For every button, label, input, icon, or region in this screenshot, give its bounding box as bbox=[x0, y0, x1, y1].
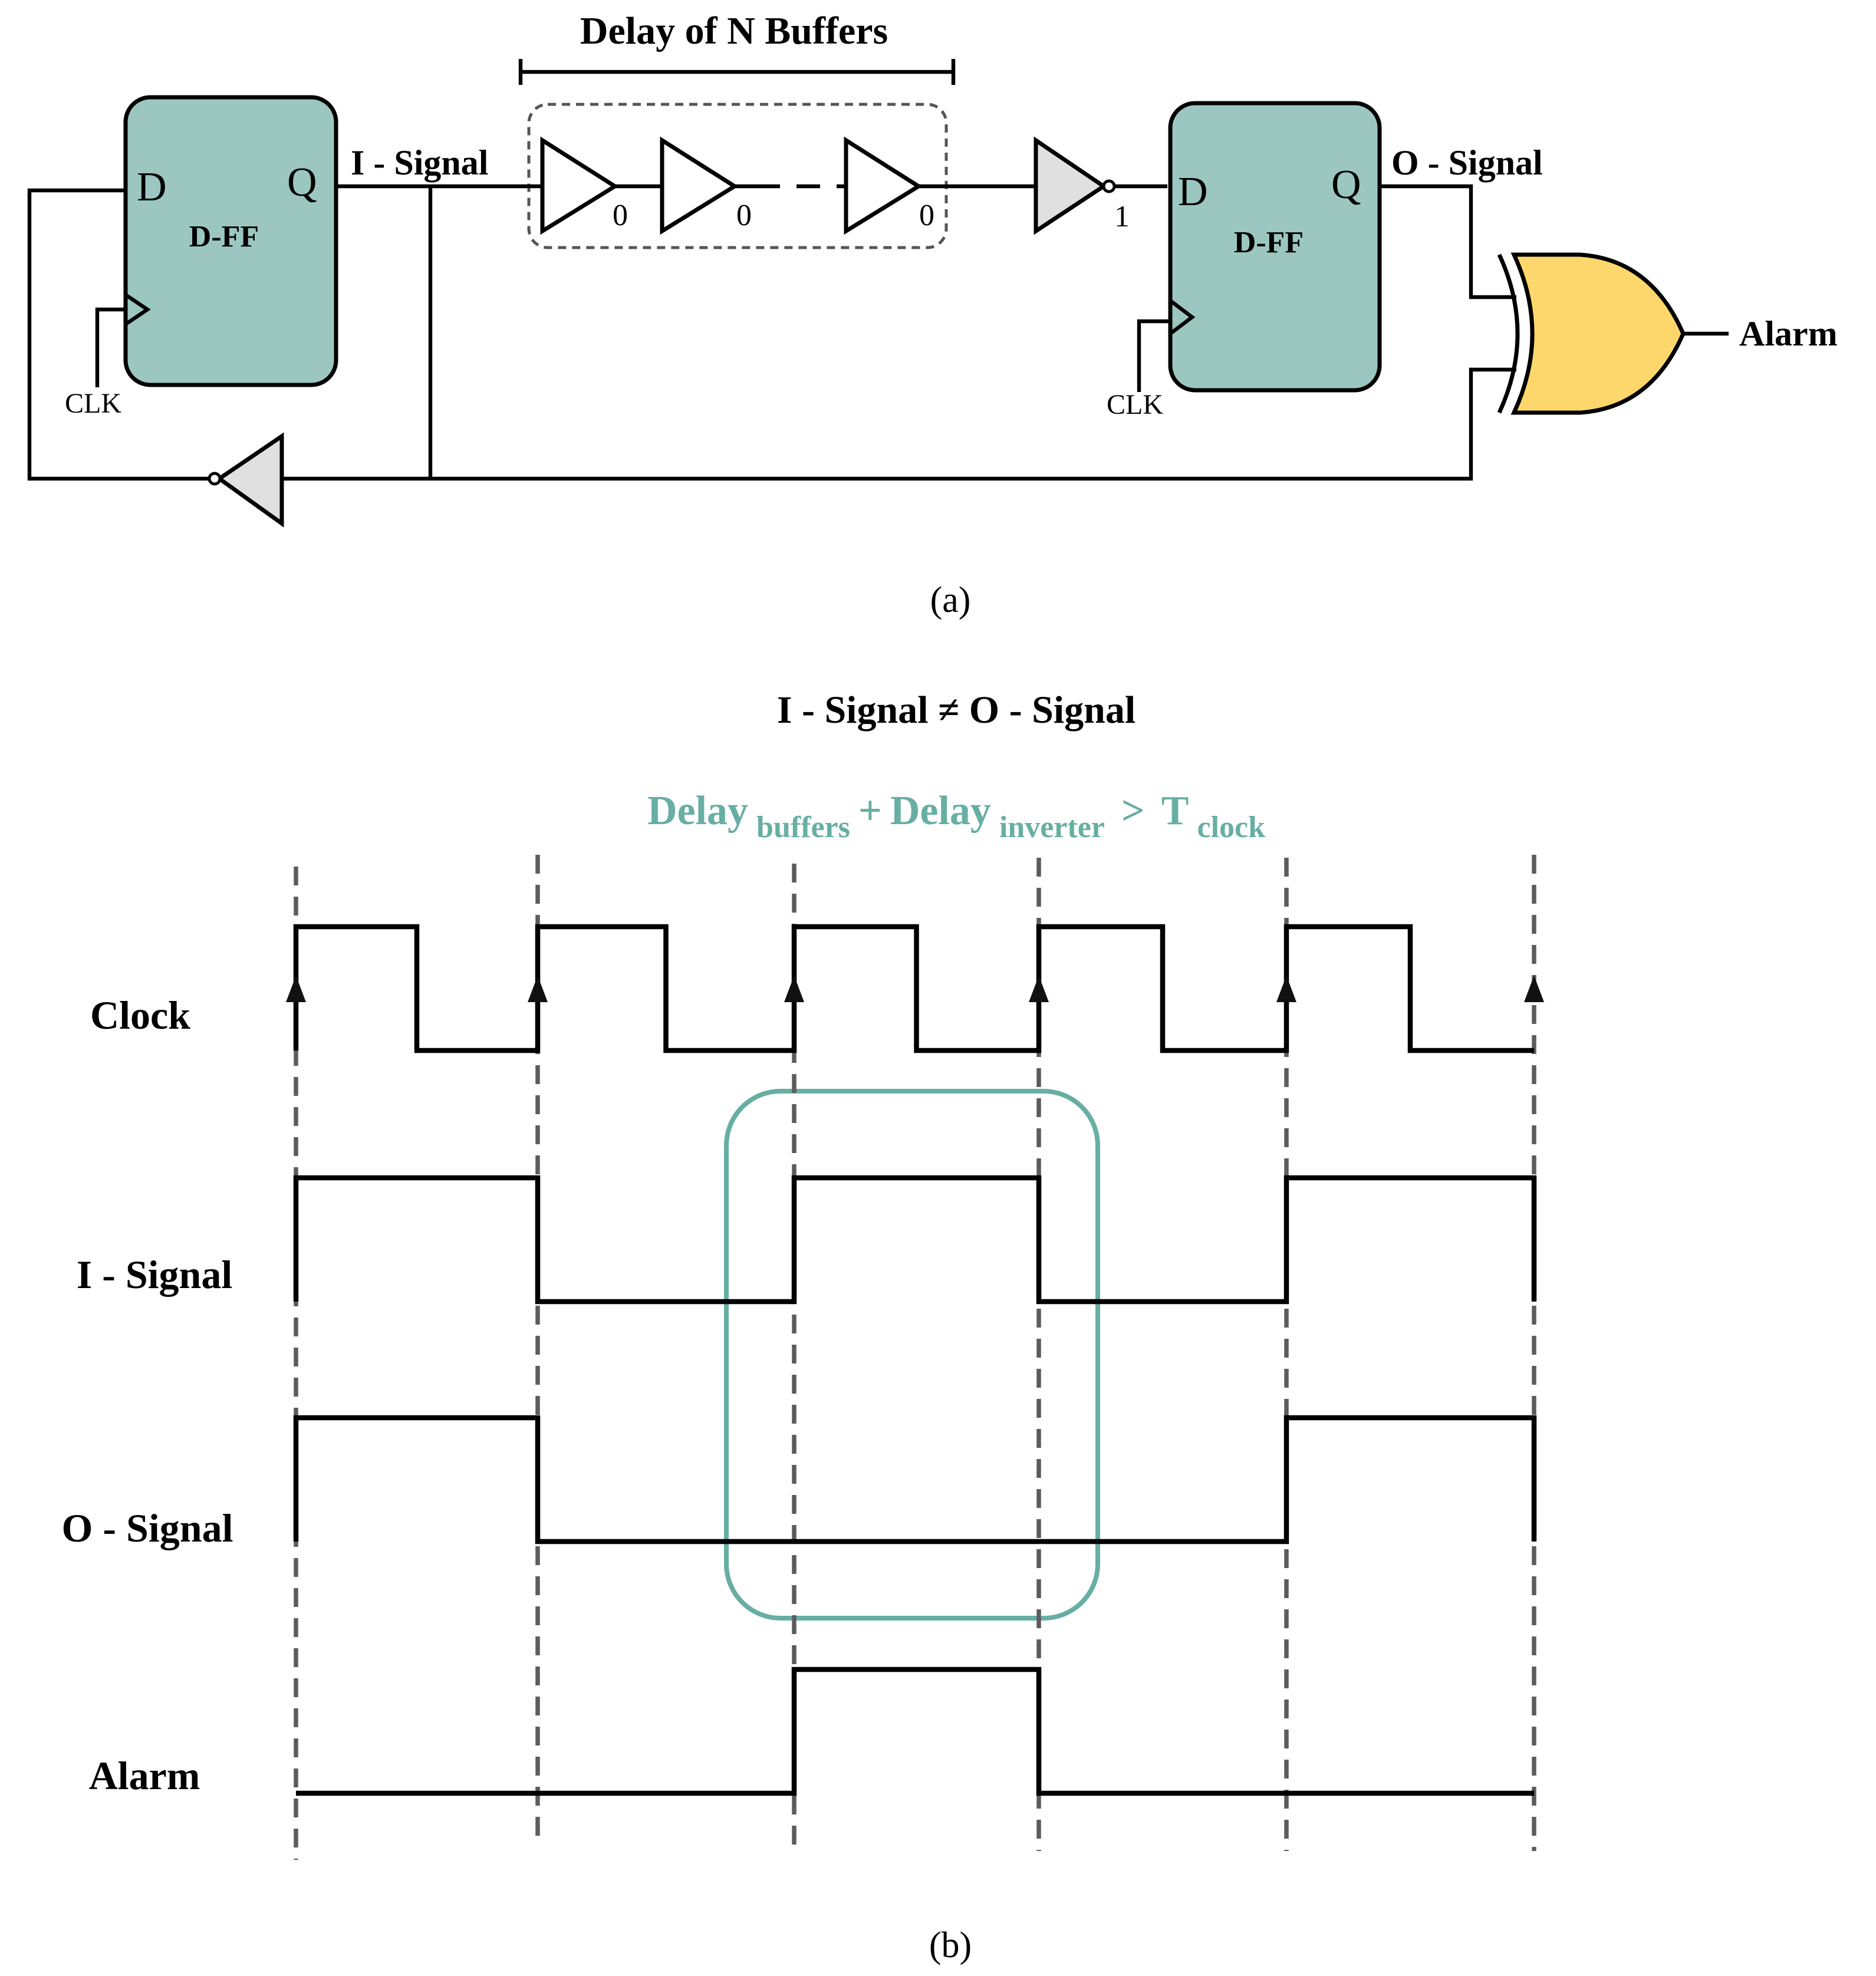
mismatch-highlight-box bbox=[724, 1089, 1100, 1621]
buffer-n-value: 0 bbox=[919, 199, 934, 232]
rising-edge-arrow-icon bbox=[1276, 976, 1296, 1002]
d-flip-flop-2: D Q D-FF CLK bbox=[1107, 101, 1382, 420]
alarm-wave bbox=[296, 1667, 1534, 1796]
buffer-1-value: 0 bbox=[613, 199, 628, 232]
buffer-n-icon bbox=[844, 136, 923, 235]
caption-b: (b) bbox=[929, 1925, 972, 1965]
eq-term1-sub: buffers bbox=[756, 811, 850, 844]
inverter-feedback-icon bbox=[208, 432, 284, 528]
eq-term2: Delay bbox=[890, 788, 991, 834]
eq-gt: > bbox=[1121, 788, 1145, 834]
rising-edge-arrow-icon bbox=[1524, 976, 1544, 1002]
rising-edge-arrow-icon bbox=[1029, 976, 1049, 1002]
alarm-output-label: Alarm bbox=[1739, 314, 1838, 353]
buffer-2-icon bbox=[660, 136, 739, 235]
d-flip-flop-1: D Q D-FF CLK bbox=[65, 95, 338, 419]
i-signal-wave-label: I - Signal bbox=[77, 1252, 233, 1297]
caption-a: (a) bbox=[930, 580, 971, 620]
o-signal-wave bbox=[293, 1415, 1537, 1544]
waveforms bbox=[293, 924, 1537, 1796]
i-signal-label: I - Signal bbox=[351, 143, 488, 182]
buffer-1-icon bbox=[540, 136, 619, 235]
buffer-2-value: 0 bbox=[736, 199, 752, 232]
clock-wave bbox=[293, 924, 1534, 1053]
buffer-group-bracket bbox=[518, 59, 956, 85]
dff1-label: D-FF bbox=[189, 220, 259, 253]
dff2-pin-d: D bbox=[1178, 169, 1208, 215]
o-signal-wave-label: O - Signal bbox=[62, 1506, 233, 1550]
eq-term1: Delay bbox=[647, 788, 748, 834]
dff1-clk-label: CLK bbox=[65, 388, 121, 419]
condition-title: I - Signal ≠ O - Signal bbox=[777, 689, 1136, 732]
inverter-value: 1 bbox=[1114, 200, 1130, 233]
o-signal-label: O - Signal bbox=[1391, 143, 1543, 182]
dff2-clk-label: CLK bbox=[1107, 389, 1163, 420]
i-signal-wave bbox=[293, 1175, 1537, 1305]
dff1-pin-q: Q bbox=[287, 160, 317, 205]
dff2-pin-q: Q bbox=[1331, 162, 1361, 208]
dff2-label: D-FF bbox=[1234, 226, 1304, 259]
eq-term3-sub: clock bbox=[1197, 811, 1266, 844]
xor-gate-icon bbox=[1497, 252, 1686, 415]
inverter-top-icon bbox=[1034, 136, 1116, 235]
eq-term2-sub: inverter bbox=[999, 811, 1105, 844]
rising-edge-arrow-icon bbox=[286, 976, 306, 1002]
alarm-wave-label: Alarm bbox=[89, 1753, 200, 1798]
buffer-group-title: Delay of N Buffers bbox=[580, 9, 888, 52]
circuit-diagram: Delay of N Buffers bbox=[27, 9, 1838, 528]
rising-edge-arrow-icon bbox=[528, 976, 548, 1002]
eq-term3: T bbox=[1161, 788, 1189, 834]
dff1-pin-d: D bbox=[137, 164, 167, 210]
rising-edge-arrow-icon bbox=[784, 976, 804, 1002]
clock-label: Clock bbox=[90, 993, 190, 1038]
clock-rising-edge-arrows bbox=[286, 976, 1544, 1002]
eq-plus: + bbox=[858, 788, 882, 834]
buffer-group-box bbox=[527, 103, 948, 249]
wires bbox=[27, 184, 1729, 481]
